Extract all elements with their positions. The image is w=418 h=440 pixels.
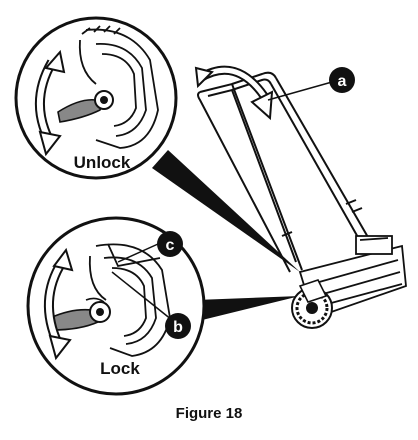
unlock-label: Unlock bbox=[74, 153, 131, 172]
mower-handle bbox=[198, 73, 380, 272]
callout-a: a bbox=[268, 67, 355, 100]
lock-label: Lock bbox=[100, 359, 140, 378]
figure-caption: Figure 18 bbox=[0, 405, 418, 422]
bottom-inset-pointer bbox=[194, 296, 300, 322]
callout-b-letter: b bbox=[173, 319, 183, 336]
unlock-inset: Unlock bbox=[16, 18, 176, 178]
callout-c-letter: c bbox=[166, 237, 175, 254]
callout-a-letter: a bbox=[338, 73, 347, 90]
